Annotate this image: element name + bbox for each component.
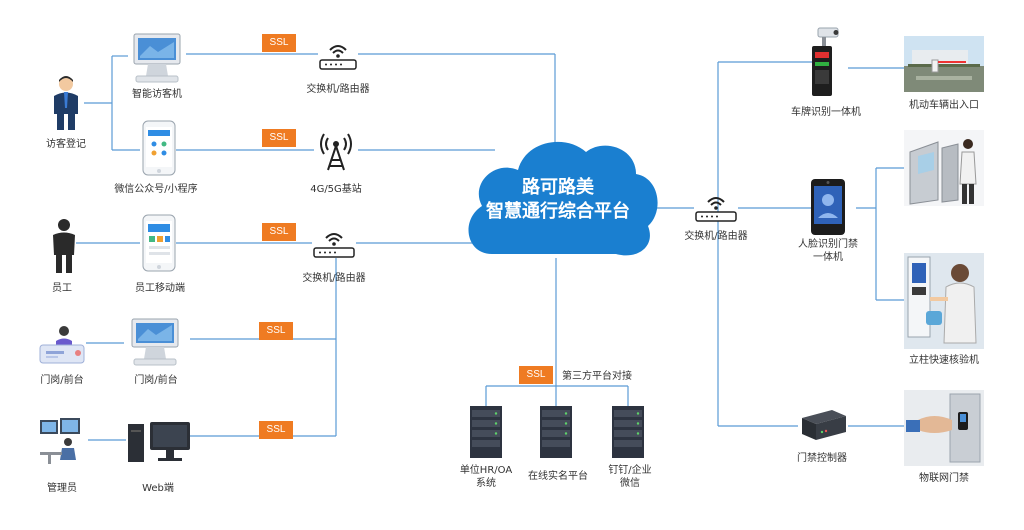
cloud-shape bbox=[468, 141, 658, 256]
face-recognition-terminal-icon bbox=[811, 179, 845, 235]
label-face-access: 人脸识别门禁 一体机 bbox=[798, 238, 858, 264]
platform-title-line1: 路可路美 bbox=[522, 177, 594, 198]
label-employee: 员工 bbox=[52, 283, 72, 294]
label-switch-router-top: 交换机/路由器 bbox=[306, 84, 370, 95]
ssl-badge: SSL bbox=[262, 129, 296, 147]
ssl-badge: SSL bbox=[519, 366, 553, 384]
label-admin: 管理员 bbox=[47, 483, 77, 494]
kiosk-terminal-icon bbox=[131, 318, 179, 366]
employee-silhouette-icon bbox=[53, 219, 75, 273]
label-guard-front-desk: 门岗/前台 bbox=[134, 375, 178, 386]
label-hr-oa-line2: 系统 bbox=[476, 478, 496, 489]
access-controller-icon bbox=[802, 410, 846, 440]
label-vehicle-gate: 机动车辆出入口 bbox=[909, 100, 979, 111]
label-realname-platform: 在线实名平台 bbox=[528, 471, 588, 482]
label-switch-router-right: 交换机/路由器 bbox=[684, 231, 748, 242]
businessman-icon bbox=[54, 76, 78, 130]
kiosk-terminal-icon bbox=[133, 33, 181, 83]
label-base-station: 4G/5G基站 bbox=[310, 184, 362, 195]
desktop-computer-icon bbox=[128, 422, 190, 462]
label-switch-router-mid: 交换机/路由器 bbox=[302, 273, 366, 284]
vehicle-gate-photo bbox=[904, 36, 984, 92]
label-iot-door: 物联网门禁 bbox=[919, 473, 969, 484]
ssl-badge: SSL bbox=[262, 223, 296, 241]
router-icon bbox=[313, 233, 355, 258]
label-face-access-line1: 人脸识别门禁 bbox=[798, 239, 858, 250]
pillar-verifier-photo bbox=[904, 253, 984, 349]
router-icon bbox=[695, 197, 737, 222]
ssl-badge: SSL bbox=[259, 421, 293, 439]
label-dingtalk-line2: 微信 bbox=[620, 478, 640, 489]
label-third-party: 第三方平台对接 bbox=[562, 371, 632, 382]
label-web-terminal: Web端 bbox=[142, 483, 174, 494]
ssl-badge: SSL bbox=[262, 34, 296, 52]
reception-desk-icon bbox=[39, 326, 85, 364]
label-pillar-verifier: 立柱快速核验机 bbox=[909, 355, 979, 366]
server-rack-icon bbox=[470, 406, 502, 458]
smartphone-icon bbox=[142, 120, 176, 176]
turnstile-gate-photo bbox=[904, 130, 984, 206]
ssl-badge: SSL bbox=[259, 322, 293, 340]
label-hr-oa-line1: 单位HR/OA bbox=[459, 465, 513, 476]
label-employee-mobile: 员工移动端 bbox=[135, 283, 185, 294]
router-icon bbox=[319, 45, 357, 70]
label-plate-recognition: 车牌识别一体机 bbox=[791, 107, 861, 118]
administrator-icon bbox=[40, 418, 80, 464]
server-rack-icon bbox=[540, 406, 572, 458]
label-access-controller: 门禁控制器 bbox=[797, 453, 847, 464]
platform-title-line2: 智慧通行综合平台 bbox=[486, 201, 630, 222]
label-guard-front-desk: 门岗/前台 bbox=[40, 375, 84, 386]
label-hr-oa: 单位HR/OA 系统 bbox=[460, 464, 512, 490]
plate-recognition-camera-icon bbox=[812, 27, 839, 96]
label-dingtalk-line1: 钉钉/企业 bbox=[608, 465, 652, 476]
smartphone-icon bbox=[142, 214, 176, 272]
label-visitor-registration: 访客登记 bbox=[46, 139, 86, 150]
iot-door-photo bbox=[904, 390, 984, 466]
server-rack-icon bbox=[612, 406, 644, 458]
label-wechat-mini-program: 微信公众号/小程序 bbox=[114, 184, 198, 195]
cell-tower-icon bbox=[320, 133, 352, 171]
platform-title: 路可路美 智慧通行综合平台 bbox=[470, 176, 646, 224]
label-dingtalk: 钉钉/企业 微信 bbox=[608, 464, 651, 490]
label-smart-visitor-machine: 智能访客机 bbox=[132, 89, 182, 100]
label-face-access-line2: 一体机 bbox=[813, 252, 843, 263]
